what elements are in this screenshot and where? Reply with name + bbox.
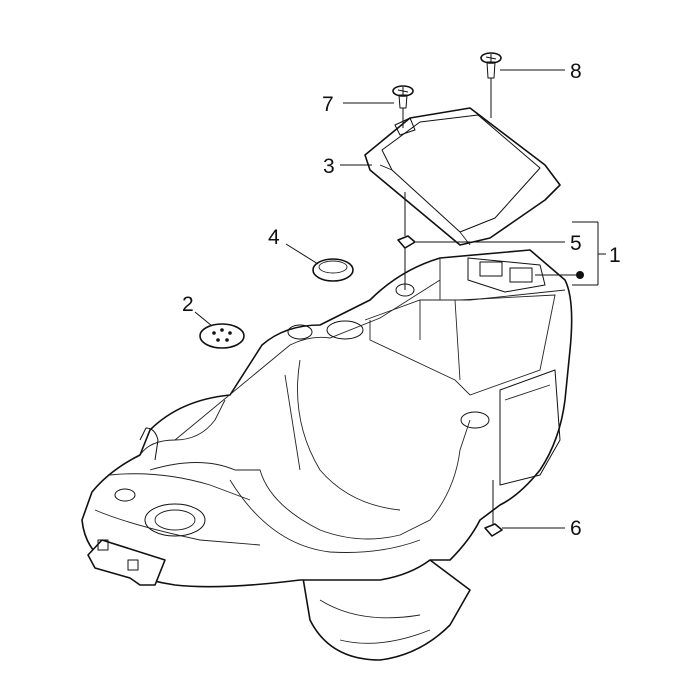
callout-1: 1 <box>609 244 621 267</box>
vent-grommet <box>199 323 245 349</box>
screw-short <box>392 85 414 109</box>
callout-6: 6 <box>570 517 582 540</box>
callout-7: 7 <box>322 93 334 116</box>
callout-3: 3 <box>323 155 335 178</box>
callout-8: 8 <box>570 60 582 83</box>
callout-5: 5 <box>570 232 582 255</box>
callout-4: 4 <box>268 226 280 249</box>
callout-2: 2 <box>182 293 194 316</box>
helmet-compartment-tub <box>81 249 573 661</box>
screw-long <box>480 52 502 79</box>
rubber-plug <box>312 258 354 282</box>
leader-lines <box>194 69 606 529</box>
clip-nut-upper <box>397 235 416 255</box>
clip-nut-lower <box>484 523 503 537</box>
battery-cover-lid <box>364 107 561 246</box>
